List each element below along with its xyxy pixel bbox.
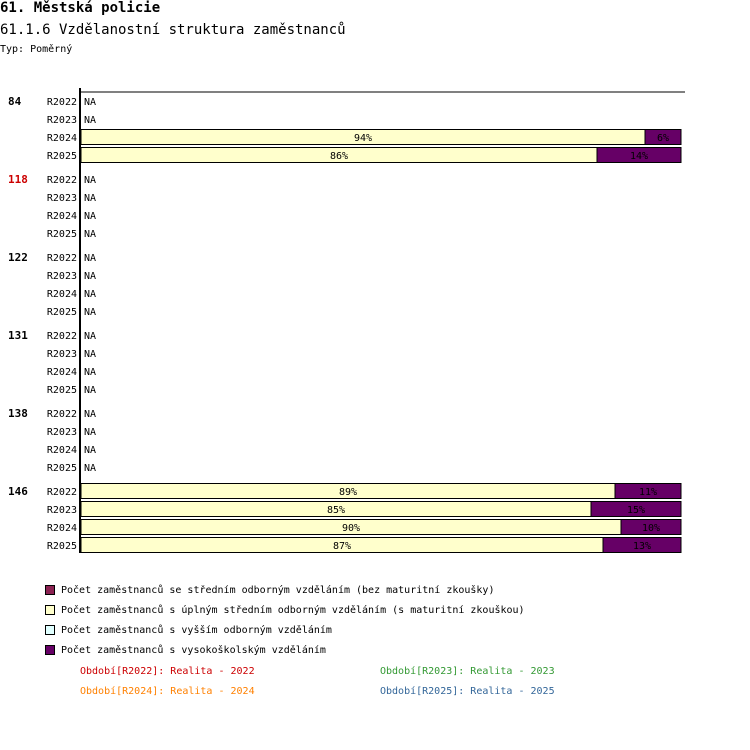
chart-subtitle: 61.1.6 Vzdělanostní struktura zaměstnanc… — [0, 22, 346, 38]
data-label: 10% — [642, 523, 660, 534]
row-label: R2022 — [47, 253, 77, 264]
legend-swatch — [45, 645, 55, 655]
row-label: R2022 — [47, 331, 77, 342]
row-label: R2022 — [47, 175, 77, 186]
row-label: R2023 — [47, 271, 77, 282]
group-label: 131 — [8, 329, 28, 342]
period-label: Období[R2025]: Realita - 2025 — [380, 686, 555, 697]
data-label: 14% — [630, 151, 648, 162]
na-label: NA — [84, 349, 96, 360]
bar-segment — [644, 129, 682, 145]
legend-item: Počet zaměstnanců s úplným středním odbo… — [45, 600, 525, 620]
data-label: 89% — [339, 487, 357, 498]
row-label: R2022 — [47, 487, 77, 498]
data-label: 94% — [354, 133, 372, 144]
row-label: R2023 — [47, 349, 77, 360]
na-label: NA — [84, 427, 96, 438]
row-label: R2024 — [47, 211, 77, 222]
group-label: 138 — [8, 407, 28, 420]
data-label: 90% — [342, 523, 360, 534]
group-label: 118 — [8, 173, 28, 186]
row-label: R2022 — [47, 409, 77, 420]
legend-swatch — [45, 605, 55, 615]
na-label: NA — [84, 409, 96, 420]
row-label: R2022 — [47, 97, 77, 108]
period-label: Období[R2023]: Realita - 2023 — [380, 666, 555, 677]
period-label: Období[R2024]: Realita - 2024 — [80, 686, 255, 697]
legend-label: Počet zaměstnanců s vysokoškolským vzděl… — [61, 644, 326, 656]
na-label: NA — [84, 97, 96, 108]
group-label: 84 — [8, 95, 22, 108]
na-label: NA — [84, 289, 96, 300]
na-label: NA — [84, 367, 96, 378]
row-label: R2024 — [47, 289, 77, 300]
na-label: NA — [84, 385, 96, 396]
row-label: R2024 — [47, 133, 77, 144]
na-label: NA — [84, 175, 96, 186]
bar-segment — [596, 147, 682, 163]
legend-label: Počet zaměstnanců s vyšším odborným vzdě… — [61, 624, 332, 636]
bar-segment — [620, 519, 682, 535]
row-label: R2024 — [47, 445, 77, 456]
bar-segment — [614, 483, 682, 499]
na-label: NA — [84, 331, 96, 342]
group-label: 146 — [8, 485, 28, 498]
chart-legend: Počet zaměstnanců se středním odborným v… — [45, 580, 525, 660]
legend-item: Počet zaměstnanců s vysokoškolským vzděl… — [45, 640, 525, 660]
na-label: NA — [84, 271, 96, 282]
bar-segment — [590, 501, 682, 517]
row-label: R2025 — [47, 541, 77, 552]
na-label: NA — [84, 445, 96, 456]
row-label: R2024 — [47, 367, 77, 378]
data-label: 13% — [633, 541, 651, 552]
bar-segment — [602, 537, 682, 553]
na-label: NA — [84, 307, 96, 318]
data-label: 86% — [330, 151, 348, 162]
legend-swatch — [45, 625, 55, 635]
row-label: R2025 — [47, 463, 77, 474]
row-label: R2025 — [47, 307, 77, 318]
row-label: R2023 — [47, 427, 77, 438]
period-label: Období[R2022]: Realita - 2022 — [80, 666, 255, 677]
chart-type-label: Typ: Poměrný — [0, 44, 73, 55]
data-label: 15% — [627, 505, 645, 516]
legend-swatch — [45, 585, 55, 595]
data-label: 11% — [639, 487, 657, 498]
na-label: NA — [84, 463, 96, 474]
data-label: 6% — [657, 133, 669, 144]
legend-label: Počet zaměstnanců s úplným středním odbo… — [61, 604, 525, 616]
legend-label: Počet zaměstnanců se středním odborným v… — [61, 584, 495, 596]
row-label: R2023 — [47, 115, 77, 126]
na-label: NA — [84, 193, 96, 204]
page-title: 61. Městská policie — [0, 0, 161, 16]
row-label: R2024 — [47, 523, 77, 534]
row-label: R2025 — [47, 151, 77, 162]
group-label: 122 — [8, 251, 28, 264]
legend-item: Počet zaměstnanců s vyšším odborným vzdě… — [45, 620, 525, 640]
data-label: 85% — [327, 505, 345, 516]
na-label: NA — [84, 115, 96, 126]
data-label: 87% — [333, 541, 351, 552]
na-label: NA — [84, 229, 96, 240]
row-label: R2025 — [47, 229, 77, 240]
row-label: R2023 — [47, 193, 77, 204]
row-label: R2023 — [47, 505, 77, 516]
row-label: R2025 — [47, 385, 77, 396]
na-label: NA — [84, 253, 96, 264]
na-label: NA — [84, 211, 96, 222]
legend-item: Počet zaměstnanců se středním odborným v… — [45, 580, 525, 600]
